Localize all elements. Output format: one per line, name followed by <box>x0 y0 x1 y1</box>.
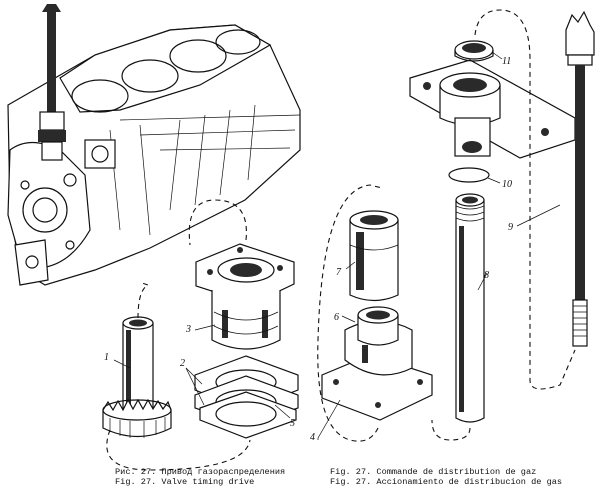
assembly-path-lines <box>106 9 576 471</box>
part-9-drive-shaft <box>565 10 595 347</box>
callout-7: 7 <box>336 267 342 278</box>
callout-8: 8 <box>484 270 489 281</box>
caption-english: Fig. 27. Valve timing drive <box>115 477 255 487</box>
caption-spanish: Fig. 27. Accionamiento de distribucion d… <box>330 477 563 487</box>
part-11-ring <box>454 40 494 62</box>
caption-russian: Рис. 27. Привод газораспределения <box>115 467 286 477</box>
part-10-bracket <box>409 59 576 183</box>
part-1-gear-shaft <box>102 316 172 438</box>
leader-lines <box>113 51 561 440</box>
engine-block-drawing <box>7 4 301 286</box>
callout-3: 3 <box>185 324 191 335</box>
part-6-flanged-housing <box>321 306 433 421</box>
callout-10: 10 <box>502 179 512 190</box>
callout-2: 2 <box>180 358 185 369</box>
part-8-tube <box>455 193 485 423</box>
callout-5: 5 <box>290 418 295 429</box>
callout-labels: 1 2 3 4 5 6 7 8 9 10 11 <box>104 56 513 443</box>
callout-1: 1 <box>104 352 109 363</box>
callout-9: 9 <box>508 222 513 233</box>
part-7-bushing <box>349 210 399 302</box>
callout-11: 11 <box>502 56 511 67</box>
part-3-housing <box>195 243 295 350</box>
callout-6: 6 <box>334 312 339 323</box>
caption-french: Fig. 27. Commande de distribution de gaz <box>330 467 537 477</box>
part-2-gaskets <box>194 355 299 439</box>
callout-4: 4 <box>310 432 315 443</box>
